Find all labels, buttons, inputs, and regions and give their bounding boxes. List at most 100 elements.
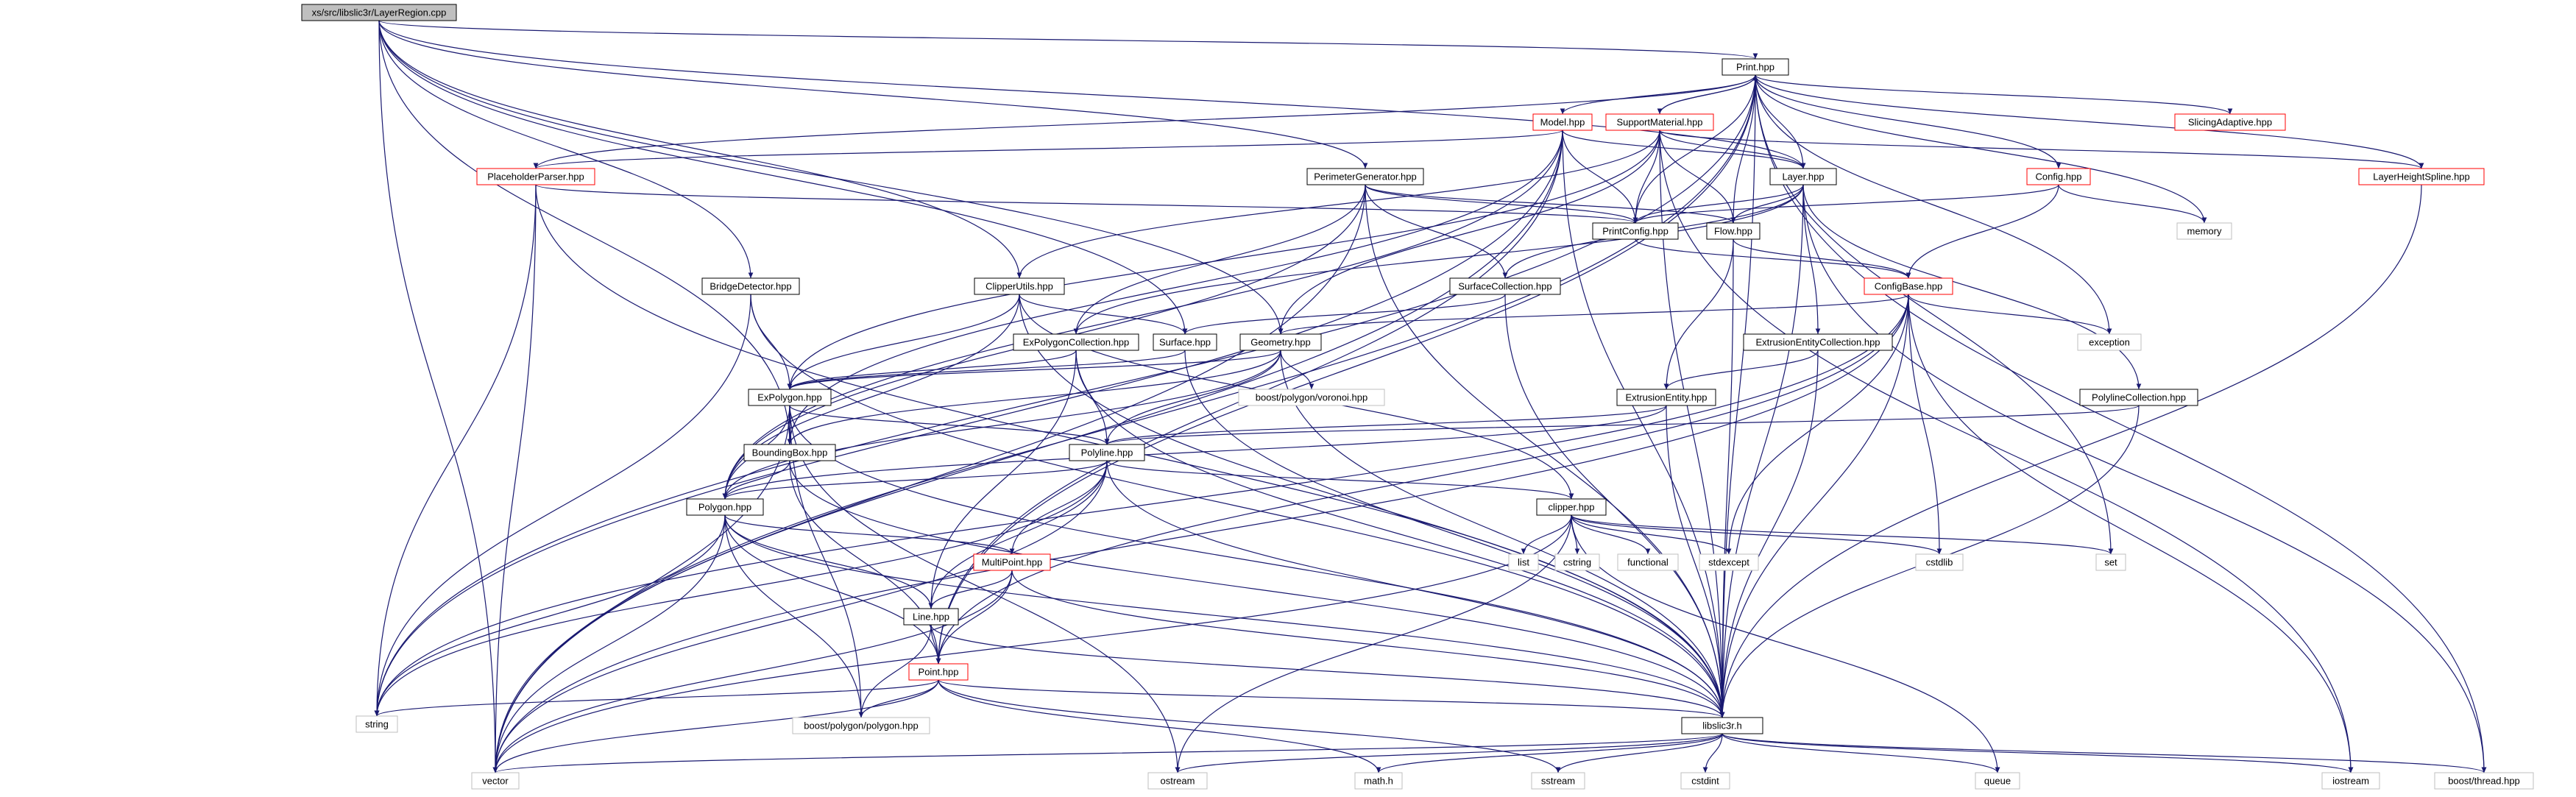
node-bridge[interactable]: BridgeDetector.hpp: [701, 277, 800, 295]
node-polyline[interactable]: Polyline.hpp: [1069, 444, 1145, 461]
edge-libslic3r-to-iostream: [1722, 733, 2354, 773]
node-boostthread[interactable]: boost/thread.hpp: [2434, 772, 2534, 790]
node-label-bbox: BoundingBox.hpp: [752, 447, 828, 458]
edge-clipper-to-ostream: [1175, 514, 1572, 773]
node-boostpolygon[interactable]: boost/polygon/polygon.hpp: [792, 717, 930, 734]
node-extrcoll[interactable]: ExtrusionEntityCollection.hpp: [1743, 333, 1893, 351]
node-iostream[interactable]: iostream: [2321, 772, 2380, 790]
node-label-bridge: BridgeDetector.hpp: [710, 281, 791, 292]
node-perimeter[interactable]: PerimeterGenerator.hpp: [1306, 168, 1424, 185]
node-box-ostream: [1147, 772, 1208, 790]
edge-print-to-point: [935, 74, 1756, 665]
edge-print-to-memory: [1755, 74, 2207, 224]
node-extrentity[interactable]: ExtrusionEntity.hpp: [1616, 389, 1716, 406]
edge-perimeter-to-printconfig: [1365, 184, 1638, 224]
edge-flow-to-libslic3r: [1719, 238, 1734, 718]
node-label-extrentity: ExtrusionEntity.hpp: [1625, 392, 1707, 403]
node-label-clipper: clipper.hpp: [1549, 502, 1595, 513]
node-polygon[interactable]: Polygon.hpp: [686, 498, 764, 516]
node-memory[interactable]: memory: [2176, 222, 2232, 240]
edge-polyline-to-string: [374, 460, 1108, 717]
edge-multipoint-to-libslic3r: [1011, 570, 1725, 718]
node-configbase[interactable]: ConfigBase.hpp: [1864, 277, 1953, 295]
node-voronoi[interactable]: boost/polygon/voronoi.hpp: [1238, 389, 1385, 406]
node-config[interactable]: Config.hpp: [2026, 168, 2091, 185]
node-label-configbase: ConfigBase.hpp: [1875, 281, 1943, 292]
node-cstdint[interactable]: cstdint: [1680, 772, 1730, 790]
node-libslic3r[interactable]: libslic3r.h: [1681, 717, 1763, 734]
node-vector[interactable]: vector: [471, 772, 520, 790]
node-line[interactable]: Line.hpp: [903, 608, 959, 626]
node-list[interactable]: list: [1508, 553, 1539, 571]
node-box-layer: [1769, 168, 1837, 185]
node-sstream[interactable]: sstream: [1531, 772, 1585, 790]
edge-print-to-flow: [1730, 74, 1756, 224]
node-layer[interactable]: Layer.hpp: [1769, 168, 1837, 185]
node-print[interactable]: Print.hpp: [1722, 58, 1789, 76]
node-surfcoll[interactable]: SurfaceCollection.hpp: [1449, 277, 1561, 295]
edge-root-to-vector: [378, 20, 498, 773]
node-box-expolygon: [748, 389, 832, 406]
node-clipperutils[interactable]: ClipperUtils.hpp: [974, 277, 1065, 295]
node-box-voronoi: [1238, 389, 1385, 406]
node-flow[interactable]: Flow.hpp: [1706, 222, 1761, 240]
edge-configbase-to-string: [374, 294, 1909, 717]
edge-geometry-to-voronoi: [1280, 350, 1314, 390]
node-ostream[interactable]: ostream: [1147, 772, 1208, 790]
node-box-bbox: [743, 444, 836, 461]
node-label-cstring: cstring: [1563, 557, 1591, 568]
node-box-bridge: [701, 277, 800, 295]
node-root[interactable]: xs/src/libslic3r/LayerRegion.cpp: [301, 4, 457, 21]
node-surface[interactable]: Surface.hpp: [1153, 333, 1217, 351]
node-cstdlib[interactable]: cstdlib: [1915, 553, 1964, 571]
node-lhspline[interactable]: LayerHeightSpline.hpp: [2358, 168, 2485, 185]
node-box-clipperutils: [974, 277, 1065, 295]
node-box-support: [1605, 113, 1714, 131]
node-label-layer: Layer.hpp: [1782, 171, 1824, 183]
node-cstring[interactable]: cstring: [1554, 553, 1600, 571]
edge-expolygon-to-ostream: [789, 405, 1181, 773]
node-mathh[interactable]: math.h: [1354, 772, 1403, 790]
edge-support-to-iostream: [1659, 130, 2354, 773]
node-clipper[interactable]: clipper.hpp: [1536, 498, 1607, 516]
node-box-geometry: [1239, 333, 1322, 351]
node-multipoint[interactable]: MultiPoint.hpp: [973, 553, 1051, 571]
edge-layer-to-polylinecoll: [1802, 184, 2142, 390]
node-set[interactable]: set: [2095, 553, 2126, 571]
node-functional[interactable]: functional: [1617, 553, 1679, 571]
node-string[interactable]: string: [355, 715, 398, 733]
node-box-exception: [2077, 333, 2142, 351]
edge-support-to-layer: [1659, 130, 1806, 169]
node-label-multipoint: MultiPoint.hpp: [982, 557, 1042, 568]
node-model[interactable]: Model.hpp: [1532, 113, 1593, 131]
node-printconfig[interactable]: PrintConfig.hpp: [1592, 222, 1679, 240]
node-polylinecoll[interactable]: PolylineCollection.hpp: [2079, 389, 2198, 406]
edge-layer-to-expolycoll: [1073, 184, 1804, 335]
node-box-line: [903, 608, 959, 626]
edge-root-to-bbox: [378, 20, 793, 445]
node-box-root: [301, 4, 457, 21]
edge-clipperutils-to-polygon: [722, 294, 1020, 500]
edge-print-to-set: [1755, 74, 2114, 555]
edge-support-to-lhspline: [1659, 130, 2424, 169]
node-queue[interactable]: queue: [1975, 772, 2020, 790]
node-bbox[interactable]: BoundingBox.hpp: [743, 444, 836, 461]
node-geometry[interactable]: Geometry.hpp: [1239, 333, 1322, 351]
edge-support-to-expolygon: [787, 130, 1660, 390]
node-slicing[interactable]: SlicingAdaptive.hpp: [2174, 113, 2286, 131]
edge-print-to-vector: [492, 74, 1756, 773]
node-stdexcept[interactable]: stdexcept: [1699, 553, 1759, 571]
node-expolygon[interactable]: ExPolygon.hpp: [748, 389, 832, 406]
edge-geometry-to-libslic3r: [1280, 350, 1725, 718]
node-label-cstdint: cstdint: [1691, 776, 1719, 787]
node-support[interactable]: SupportMaterial.hpp: [1605, 113, 1714, 131]
node-exception[interactable]: exception: [2077, 333, 2142, 351]
node-expolycoll[interactable]: ExPolygonCollection.hpp: [1013, 333, 1139, 351]
edge-layer-to-flow: [1730, 184, 1804, 224]
edge-clipper-to-cstdlib: [1571, 514, 1942, 555]
node-box-boostpolygon: [792, 717, 930, 734]
node-point[interactable]: Point.hpp: [908, 663, 969, 681]
edge-multipoint-to-vector: [492, 570, 1013, 773]
node-placeholder[interactable]: PlaceholderParser.hpp: [476, 168, 595, 185]
